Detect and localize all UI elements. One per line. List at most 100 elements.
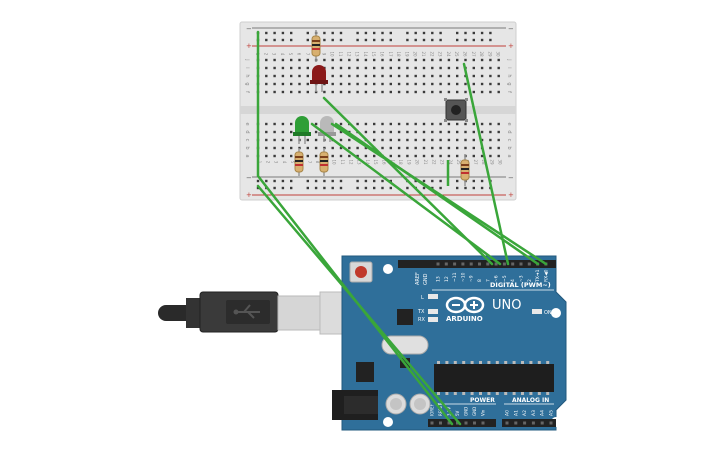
terminal-hole[interactable] bbox=[281, 130, 285, 134]
rail-hole[interactable] bbox=[381, 38, 384, 42]
terminal-hole[interactable] bbox=[290, 90, 293, 94]
rail-hole[interactable] bbox=[414, 38, 417, 42]
terminal-hole[interactable] bbox=[306, 146, 309, 150]
terminal-hole[interactable] bbox=[480, 90, 484, 94]
rail-hole[interactable] bbox=[290, 186, 293, 190]
terminal-hole[interactable] bbox=[489, 130, 492, 134]
terminal-hole[interactable] bbox=[422, 122, 426, 126]
analog-pin-socket[interactable] bbox=[505, 421, 509, 425]
wire-led-extra[interactable] bbox=[330, 122, 548, 266]
rail-hole[interactable] bbox=[456, 38, 459, 42]
terminal-hole[interactable] bbox=[281, 146, 285, 150]
terminal-hole[interactable] bbox=[364, 146, 368, 150]
usb-cable[interactable] bbox=[158, 291, 377, 335]
terminal-hole[interactable] bbox=[489, 122, 492, 126]
rail-hole[interactable] bbox=[323, 186, 326, 190]
rail-hole[interactable] bbox=[464, 186, 467, 190]
terminal-hole[interactable] bbox=[373, 58, 376, 62]
rail-hole[interactable] bbox=[281, 179, 285, 183]
rail-hole[interactable] bbox=[323, 179, 326, 183]
terminal-hole[interactable] bbox=[397, 74, 401, 78]
terminal-hole[interactable] bbox=[414, 58, 417, 62]
terminal-hole[interactable] bbox=[489, 154, 492, 158]
power-pin-socket[interactable] bbox=[430, 421, 434, 425]
rail-hole[interactable] bbox=[306, 186, 309, 190]
wire-green-led[interactable] bbox=[310, 122, 502, 266]
terminal-hole[interactable] bbox=[397, 82, 401, 86]
terminal-hole[interactable] bbox=[414, 146, 417, 150]
terminal-hole[interactable] bbox=[406, 146, 409, 150]
terminal-hole[interactable] bbox=[306, 154, 309, 158]
terminal-hole[interactable] bbox=[298, 58, 301, 62]
terminal-hole[interactable] bbox=[389, 130, 392, 134]
terminal-hole[interactable] bbox=[273, 90, 276, 94]
terminal-hole[interactable] bbox=[422, 90, 426, 94]
terminal-hole[interactable] bbox=[265, 74, 268, 78]
digital-pin-socket[interactable] bbox=[461, 262, 465, 266]
power-pin-socket[interactable] bbox=[481, 421, 485, 425]
terminal-hole[interactable] bbox=[439, 122, 442, 126]
breadboard[interactable]: − + − + − + − + 112233445566778899101011… bbox=[239, 21, 517, 201]
rail-hole[interactable] bbox=[273, 38, 276, 42]
terminal-hole[interactable] bbox=[331, 146, 334, 150]
terminal-hole[interactable] bbox=[348, 138, 351, 142]
rail-hole[interactable] bbox=[439, 31, 442, 35]
terminal-hole[interactable] bbox=[447, 66, 451, 70]
terminal-hole[interactable] bbox=[406, 138, 409, 142]
rail-hole[interactable] bbox=[422, 38, 426, 42]
power-pin-socket[interactable] bbox=[439, 421, 442, 425]
terminal-hole[interactable] bbox=[356, 74, 359, 78]
rail-hole[interactable] bbox=[339, 38, 343, 42]
terminal-hole[interactable] bbox=[414, 82, 417, 86]
terminal-hole[interactable] bbox=[497, 122, 500, 126]
power-pin-socket[interactable] bbox=[447, 421, 451, 425]
terminal-hole[interactable] bbox=[439, 82, 442, 86]
rail-hole[interactable] bbox=[331, 179, 334, 183]
terminal-hole[interactable] bbox=[414, 66, 417, 70]
terminal-hole[interactable] bbox=[497, 146, 500, 150]
terminal-hole[interactable] bbox=[431, 130, 434, 134]
rail-hole[interactable] bbox=[406, 38, 409, 42]
terminal-hole[interactable] bbox=[406, 90, 409, 94]
pushbutton[interactable] bbox=[444, 98, 468, 122]
terminal-hole[interactable] bbox=[472, 58, 475, 62]
terminal-hole[interactable] bbox=[356, 82, 359, 86]
rail-hole[interactable] bbox=[356, 31, 359, 35]
analog-pin-socket[interactable] bbox=[523, 421, 527, 425]
rail-hole[interactable] bbox=[456, 179, 459, 183]
terminal-hole[interactable] bbox=[397, 154, 401, 158]
terminal-hole[interactable] bbox=[265, 154, 268, 158]
terminal-hole[interactable] bbox=[364, 82, 368, 86]
terminal-hole[interactable] bbox=[373, 138, 376, 142]
terminal-hole[interactable] bbox=[339, 82, 343, 86]
terminal-hole[interactable] bbox=[348, 74, 351, 78]
rail-hole[interactable] bbox=[281, 31, 285, 35]
terminal-hole[interactable] bbox=[389, 146, 392, 150]
rail-hole[interactable] bbox=[456, 31, 459, 35]
terminal-hole[interactable] bbox=[373, 130, 376, 134]
terminal-hole[interactable] bbox=[447, 122, 451, 126]
terminal-hole[interactable] bbox=[414, 138, 417, 142]
rail-hole[interactable] bbox=[389, 31, 392, 35]
terminal-hole[interactable] bbox=[497, 74, 500, 78]
terminal-hole[interactable] bbox=[389, 82, 392, 86]
terminal-hole[interactable] bbox=[273, 66, 276, 70]
terminal-hole[interactable] bbox=[265, 58, 268, 62]
terminal-hole[interactable] bbox=[331, 82, 334, 86]
rail-hole[interactable] bbox=[331, 186, 334, 190]
terminal-hole[interactable] bbox=[290, 130, 293, 134]
rail-hole[interactable] bbox=[356, 186, 359, 190]
rail-hole[interactable] bbox=[439, 186, 442, 190]
terminal-hole[interactable] bbox=[290, 66, 293, 70]
terminal-hole[interactable] bbox=[339, 74, 343, 78]
terminal-hole[interactable] bbox=[431, 82, 434, 86]
led-red[interactable] bbox=[310, 65, 328, 92]
terminal-hole[interactable] bbox=[447, 74, 451, 78]
terminal-hole[interactable] bbox=[406, 58, 409, 62]
terminal-hole[interactable] bbox=[298, 74, 301, 78]
rail-hole[interactable] bbox=[364, 31, 368, 35]
terminal-hole[interactable] bbox=[480, 58, 484, 62]
terminal-hole[interactable] bbox=[290, 138, 293, 142]
rail-hole[interactable] bbox=[339, 31, 343, 35]
terminal-hole[interactable] bbox=[431, 66, 434, 70]
